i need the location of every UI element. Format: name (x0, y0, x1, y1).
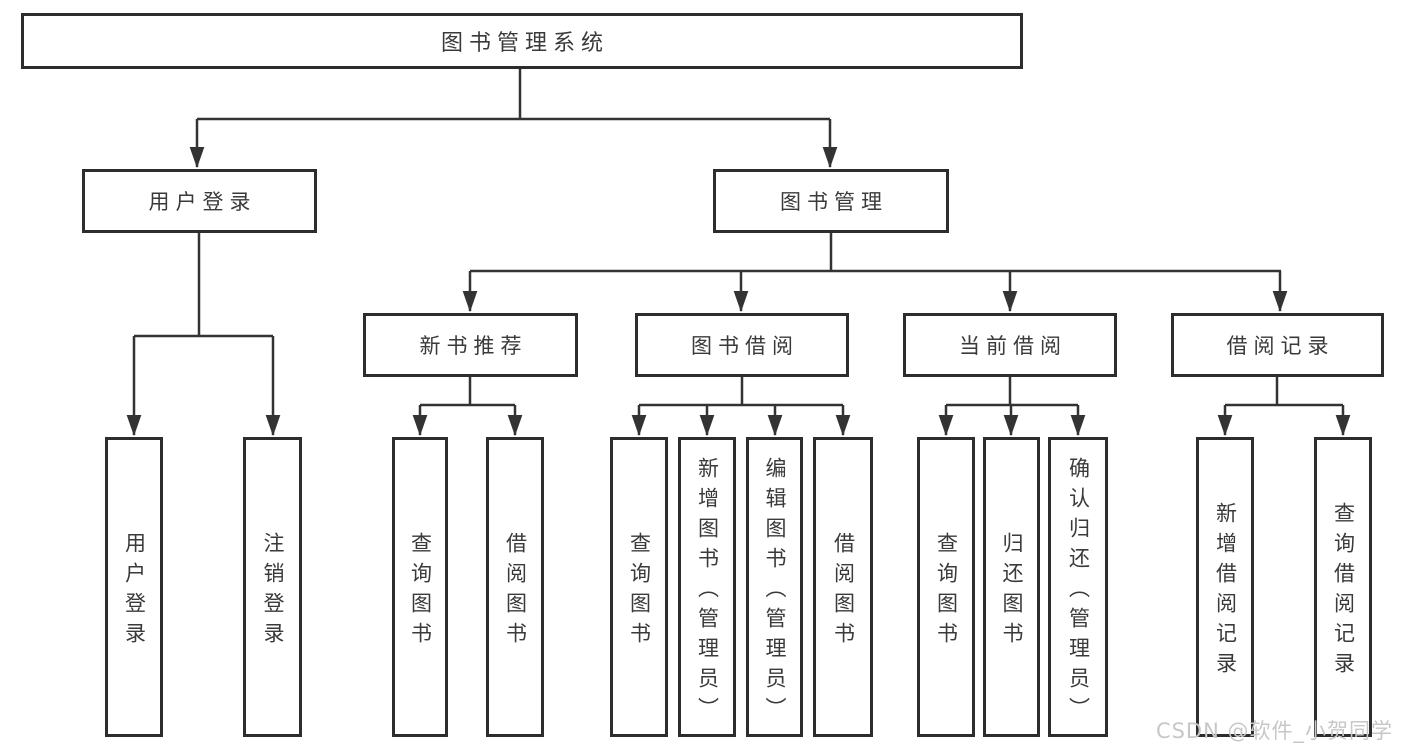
node-library-management-system: 图书管理系统 (21, 13, 1023, 69)
node-book-borrow: 图书借阅 (635, 313, 849, 377)
leaf-nb-query-books: 查询图书 (392, 437, 448, 737)
leaf-cb-confirm-return-admin: 确认归还（管理员） (1048, 437, 1108, 737)
node-user-login: 用户登录 (82, 169, 317, 233)
leaf-bb-query-books: 查询图书 (610, 437, 668, 737)
leaf-nb-borrow-books: 借阅图书 (486, 437, 544, 737)
leaf-br-add-record: 新增借阅记录 (1196, 437, 1254, 737)
leaf-br-query-record: 查询借阅记录 (1314, 437, 1372, 737)
node-borrow-records: 借阅记录 (1171, 313, 1384, 377)
node-current-borrow: 当前借阅 (903, 313, 1117, 377)
leaf-bb-borrow-books: 借阅图书 (813, 437, 873, 737)
leaf-cb-query-books: 查询图书 (917, 437, 975, 737)
leaf-user-login: 用户登录 (105, 437, 163, 737)
connector-trunks (134, 69, 1343, 407)
leaf-bb-add-books-admin: 新增图书（管理员） (678, 437, 736, 737)
leaf-cb-return-books: 归还图书 (983, 437, 1040, 737)
leaf-bb-edit-books-admin: 编辑图书（管理员） (746, 437, 803, 737)
node-new-book-recommend: 新书推荐 (363, 313, 578, 377)
leaf-logout: 注销登录 (243, 437, 302, 737)
node-book-management: 图书管理 (713, 169, 949, 233)
